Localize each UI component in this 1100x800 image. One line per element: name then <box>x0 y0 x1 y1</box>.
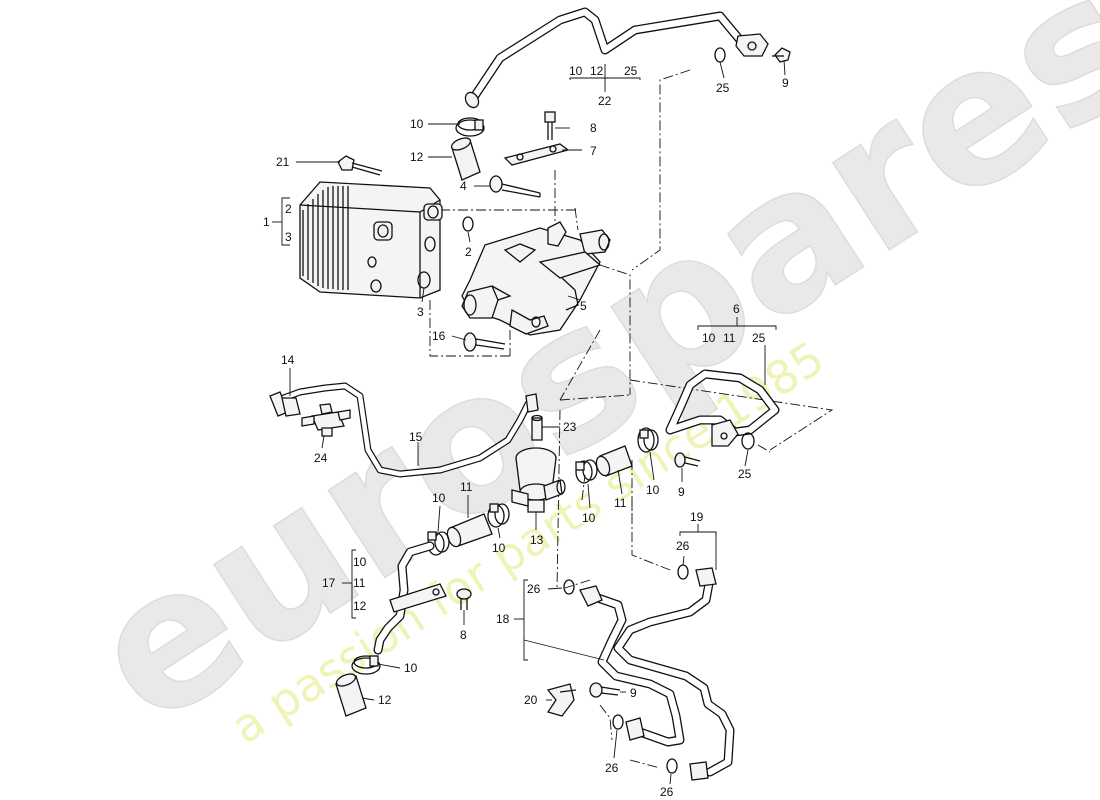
callout-6-10: 10 <box>702 331 716 345</box>
callout-12-top: 12 <box>410 150 424 164</box>
seal-25-right <box>741 432 755 450</box>
callout-22-10: 10 <box>569 64 583 78</box>
callout-22-25: 25 <box>624 64 638 78</box>
callout-6-25: 25 <box>752 331 766 345</box>
callout-10-mid-a: 10 <box>432 491 446 505</box>
callout-17-10: 10 <box>353 555 367 569</box>
bolt-9-lower <box>589 682 621 698</box>
housing-5 <box>461 221 611 336</box>
pipe-18 <box>579 585 685 747</box>
callout-17-11: 11 <box>353 576 366 590</box>
bolt-8-lower <box>456 588 472 610</box>
callout-20: 20 <box>524 693 538 707</box>
seal-26-b <box>677 564 689 580</box>
hose-23 <box>531 414 543 441</box>
callout-17-12: 12 <box>353 599 367 613</box>
callout-labels: 10 12 8 7 4 21 1 2 3 2 3 5 16 10 12 25 2… <box>263 64 789 799</box>
bolt-21 <box>337 155 383 176</box>
callout-26-a: 26 <box>527 582 541 596</box>
seal-26-d <box>666 758 678 774</box>
watermark: eurospares a passion for parts since 198… <box>53 0 1100 768</box>
pipe-6 <box>665 369 780 447</box>
callout-11-right: 11 <box>614 496 627 510</box>
callout-12-lower: 12 <box>378 693 392 707</box>
callout-26-c: 26 <box>605 761 619 775</box>
clamp-10-mid-b <box>487 503 510 528</box>
pipe-19 <box>613 567 735 781</box>
callout-1: 1 <box>263 215 270 229</box>
hose-line-15 <box>269 382 539 478</box>
callout-2-bracket: 2 <box>285 202 292 216</box>
bolt-4 <box>489 175 541 198</box>
clamp-10-right-b <box>575 459 598 484</box>
hose-12-lower <box>335 673 367 717</box>
assembly-lines <box>429 69 834 769</box>
leader-lines <box>272 59 786 785</box>
callout-9-top: 9 <box>782 76 789 90</box>
oil-cooler <box>299 181 443 299</box>
callout-10-lower: 10 <box>404 661 418 675</box>
callout-9-lower: 9 <box>630 686 637 700</box>
callout-21: 21 <box>276 155 290 169</box>
callout-4: 4 <box>460 179 467 193</box>
callout-18: 18 <box>496 612 510 626</box>
watermark-brand: eurospares <box>54 0 1100 768</box>
seal-26-a <box>563 579 575 595</box>
hose-12-top <box>450 137 481 181</box>
callout-10-top: 10 <box>410 117 424 131</box>
hose-11-right <box>595 445 633 477</box>
cooler-fins <box>302 186 349 290</box>
callout-22-12: 12 <box>590 64 604 78</box>
callout-17: 17 <box>322 576 336 590</box>
bolt-9-top <box>772 47 791 63</box>
pipe-17 <box>373 541 447 655</box>
callout-8-lower: 8 <box>460 628 467 642</box>
callout-10-right-b: 10 <box>582 511 596 525</box>
callout-10-mid-b: 10 <box>492 541 506 555</box>
bracket-20 <box>546 683 577 717</box>
callout-5: 5 <box>580 299 587 313</box>
clamp-10-right-a <box>637 427 659 453</box>
callout-6-11: 11 <box>723 331 736 345</box>
callout-16: 16 <box>432 329 446 343</box>
callout-14: 14 <box>281 353 295 367</box>
seal-25-top <box>714 47 726 63</box>
pipe-22 <box>464 7 769 109</box>
callout-19: 19 <box>690 510 704 524</box>
callout-26-b: 26 <box>676 539 690 553</box>
bolt-9-right <box>674 452 701 468</box>
callout-8: 8 <box>590 121 597 135</box>
check-valve-24 <box>301 403 351 437</box>
valve-13 <box>511 447 566 513</box>
callout-13: 13 <box>530 533 544 547</box>
bracket-7 <box>503 143 570 166</box>
seal-2 <box>462 216 474 232</box>
callout-26-d: 26 <box>660 785 674 799</box>
callout-10-right-a: 10 <box>646 483 660 497</box>
hose-14 <box>281 397 301 417</box>
callout-25-top: 25 <box>716 81 730 95</box>
bolt-8 <box>544 111 556 140</box>
callout-25-right: 25 <box>738 467 752 481</box>
callout-24: 24 <box>314 451 328 465</box>
seal-26-c <box>612 714 624 730</box>
callout-15: 15 <box>409 430 423 444</box>
bolt-16 <box>463 332 506 352</box>
callout-2: 2 <box>465 245 472 259</box>
callout-6: 6 <box>733 302 740 316</box>
callout-3-bracket: 3 <box>285 230 292 244</box>
callout-3: 3 <box>417 305 424 319</box>
callout-7: 7 <box>590 144 597 158</box>
callout-23: 23 <box>563 420 577 434</box>
clamp-10-top <box>455 117 485 137</box>
callout-9-right: 9 <box>678 485 685 499</box>
clamp-10-mid-a <box>427 531 450 556</box>
callout-11-mid: 11 <box>460 480 473 494</box>
callout-22: 22 <box>598 94 612 108</box>
clamp-10-lower <box>351 655 381 675</box>
